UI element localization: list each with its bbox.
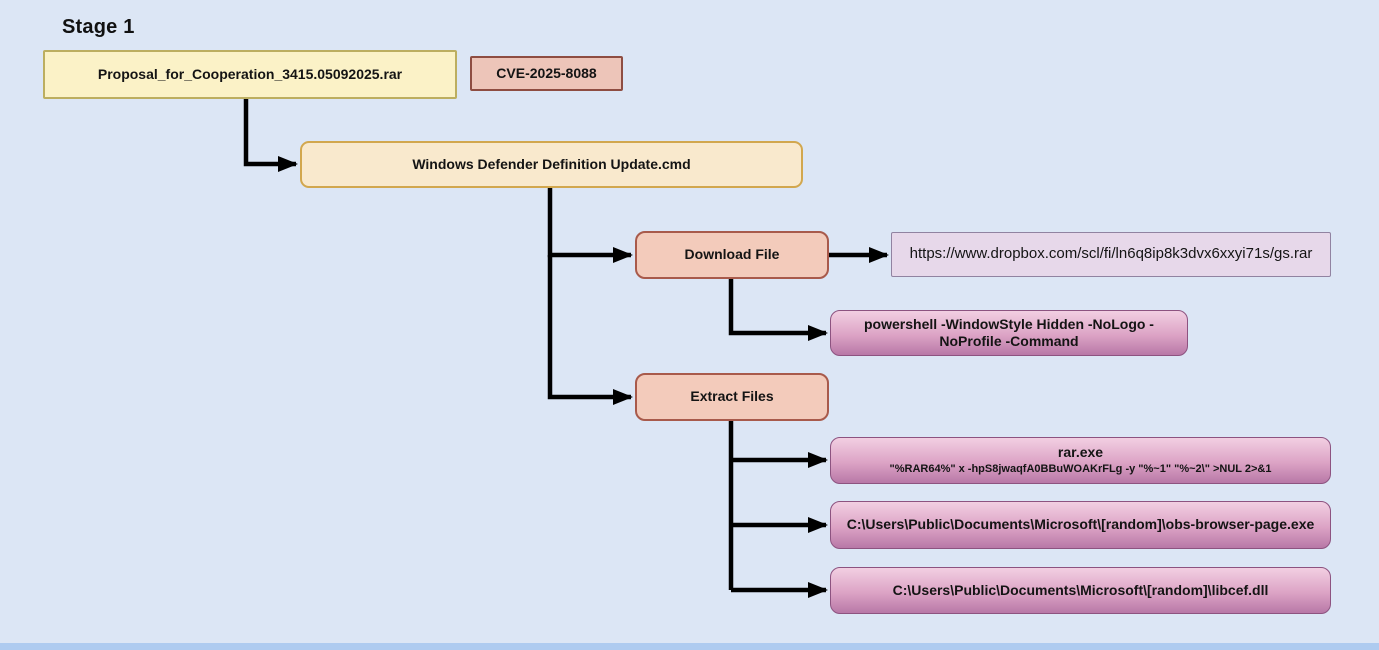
node-obs-browser-page: C:\Users\Public\Documents\Microsoft\[ran…	[830, 501, 1331, 549]
bottom-edge-strip	[0, 643, 1379, 650]
rar-archive-label: Proposal_for_Cooperation_3415.05092025.r…	[97, 65, 403, 82]
connector-archive-to-cmd	[243, 99, 298, 172]
node-powershell: powershell -WindowStyle Hidden -NoLogo -…	[830, 310, 1188, 356]
libcef-dll-label: C:\Users\Public\Documents\Microsoft\[ran…	[892, 581, 1269, 598]
rar-exe-title: rar.exe	[1057, 444, 1104, 461]
connector-cmd-to-extract	[547, 255, 633, 405]
powershell-label: powershell -WindowStyle Hidden -NoLogo -…	[864, 315, 1154, 350]
stage-title: Stage 1	[62, 16, 135, 38]
node-cmd-file: Windows Defender Definition Update.cmd	[300, 141, 803, 188]
node-rar-archive: Proposal_for_Cooperation_3415.05092025.r…	[43, 50, 457, 99]
node-download-file: Download File	[635, 231, 829, 279]
obs-browser-page-label: C:\Users\Public\Documents\Microsoft\[ran…	[846, 516, 1315, 533]
extract-files-label: Extract Files	[690, 388, 774, 405]
connector-download-to-powershell	[728, 279, 828, 341]
node-extract-files: Extract Files	[635, 373, 829, 421]
node-libcef-dll: C:\Users\Public\Documents\Microsoft\[ran…	[830, 567, 1331, 614]
dropbox-url-label: https://www.dropbox.com/scl/fi/ln6q8ip8k…	[909, 245, 1313, 263]
node-rar-exe: rar.exe "%RAR64%" x -hpS8jwaqfA0BBuWOAKr…	[830, 437, 1331, 484]
connector-cmd-to-download	[547, 188, 633, 263]
node-dropbox-url: https://www.dropbox.com/scl/fi/ln6q8ip8k…	[891, 232, 1331, 277]
node-cve: CVE-2025-8088	[470, 56, 623, 91]
cve-label: CVE-2025-8088	[496, 64, 597, 81]
rar-exe-command: "%RAR64%" x -hpS8jwaqfA0BBuWOAKrFLg -y "…	[889, 462, 1272, 475]
download-file-label: Download File	[684, 246, 780, 263]
cmd-file-label: Windows Defender Definition Update.cmd	[412, 155, 691, 172]
